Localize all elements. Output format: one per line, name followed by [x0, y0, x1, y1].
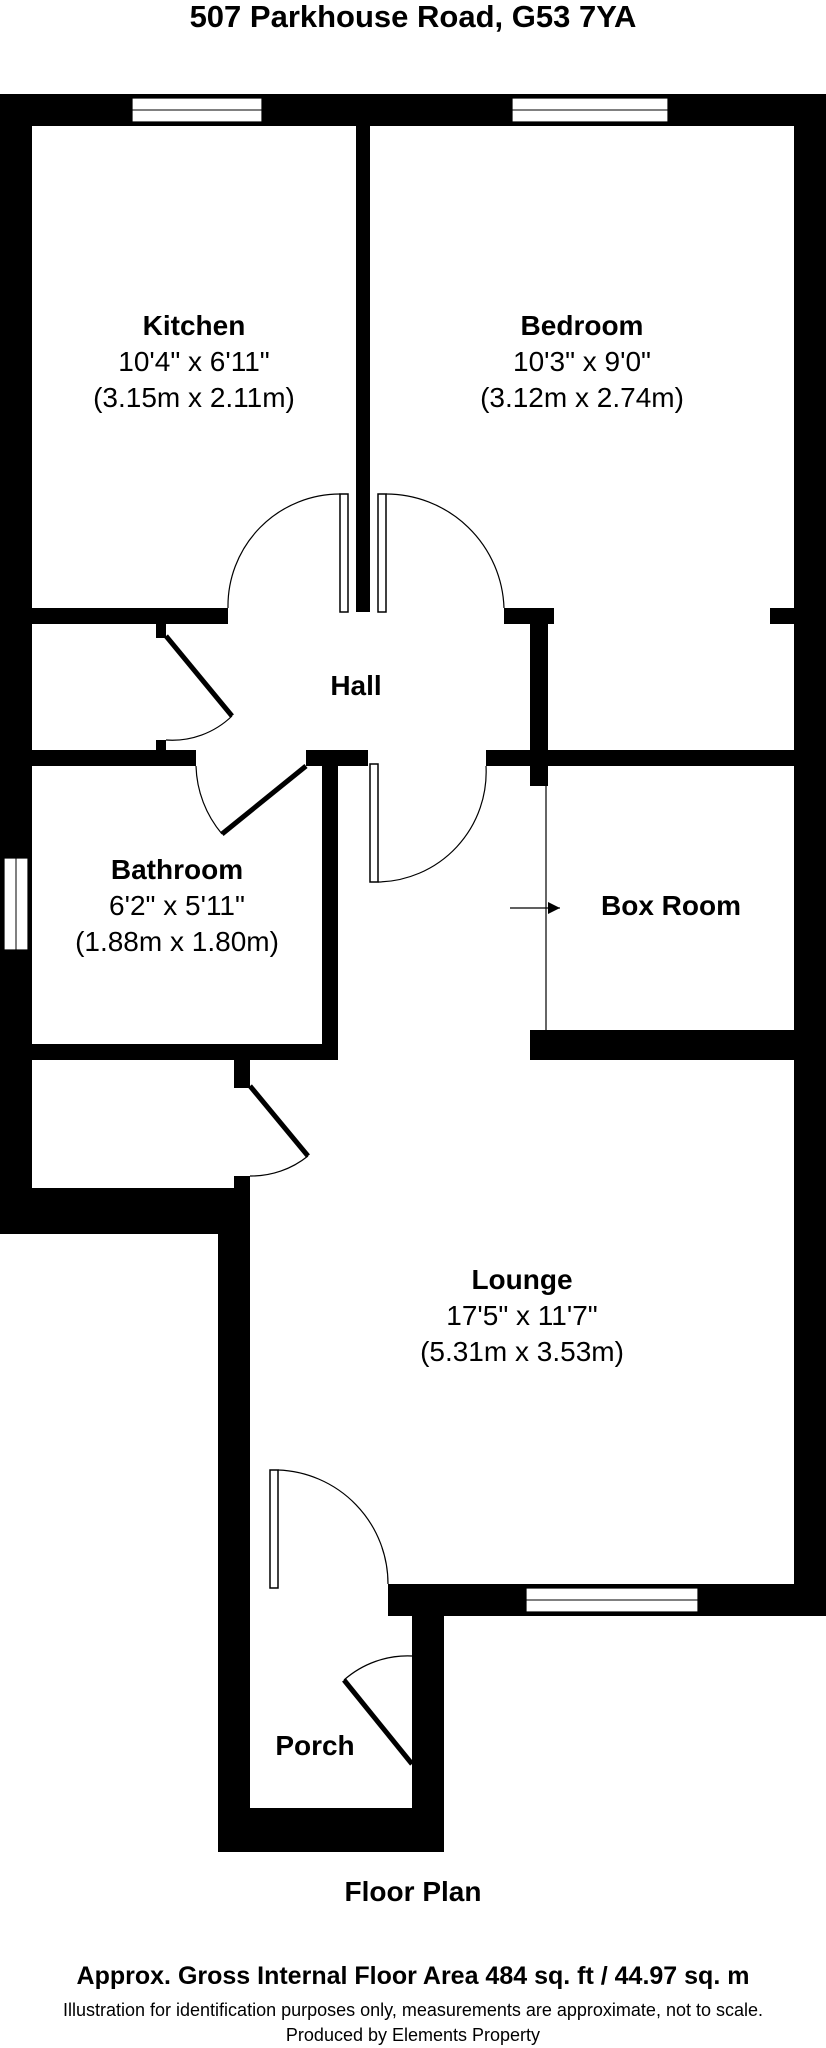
- door-lounge-leaf: [369, 763, 379, 883]
- room-porch: Porch: [275, 1730, 355, 1761]
- door-store-swing: [249, 1155, 309, 1177]
- windows: [3, 97, 699, 1613]
- disclaimer: Illustration for identification purposes…: [62, 2000, 764, 2020]
- door-front-leaf: [342, 1678, 414, 1766]
- wall-store-stub: [234, 1060, 250, 1088]
- wall-porch-jamb: [412, 1616, 444, 1656]
- room-name: Bathroom: [110, 854, 244, 885]
- room-kitchen: Kitchen 10'4" x 6'11" (3.15m x 2.11m): [32, 308, 356, 415]
- doors: [164, 493, 560, 1766]
- wall-left-step: [0, 1202, 250, 1234]
- door-kitchen-leaf: [339, 493, 349, 613]
- room-dimensions-metric: (1.88m x 1.80m): [75, 925, 279, 957]
- door-front-swing: [343, 1655, 413, 1681]
- door-cupboard-swing: [165, 715, 233, 741]
- produced-by: Produced by Elements Property: [285, 2025, 541, 2045]
- room-bedroom: Bedroom 10'3" x 9'0" (3.12m x 2.74m): [370, 308, 794, 415]
- door-kitchen-swing: [227, 493, 341, 609]
- room-name: Lounge: [471, 1264, 573, 1295]
- arrow-right-icon: [548, 902, 560, 914]
- door-bedroom-leaf: [377, 493, 387, 613]
- door-bathroom-swing: [195, 765, 223, 835]
- room-hall: Hall: [330, 670, 382, 701]
- wall-hall-bath-b: [306, 750, 368, 766]
- wall-box-jamb-top: [530, 766, 548, 786]
- room-dimensions-imperial: 17'5" x 11'7": [446, 1299, 598, 1331]
- wall-hall-bedroom-b: [770, 608, 800, 624]
- room-dimensions-imperial: 10'3" x 9'0": [513, 345, 651, 377]
- wall-left-upper: [0, 94, 32, 1234]
- wall-porch-jamb-b: [412, 1764, 444, 1808]
- wall-store-bottom: [24, 1188, 250, 1204]
- wall-box-top: [486, 750, 794, 766]
- wall-hall-bath-a: [24, 750, 196, 766]
- room-box-room: Box Room: [601, 890, 741, 921]
- wall-bath-right: [322, 760, 338, 1060]
- wall-right-lower: [794, 1060, 826, 1616]
- wall-top: [0, 94, 826, 126]
- room-dimensions-metric: (3.12m x 2.74m): [480, 381, 684, 413]
- door-hinge-a: [156, 616, 166, 638]
- door-bedroom-swing: [385, 493, 505, 609]
- room-name: Bedroom: [520, 310, 644, 341]
- room-dimensions-metric: (5.31m x 3.53m): [420, 1335, 624, 1367]
- wall-store-stub-b: [234, 1176, 250, 1204]
- door-cupboard-leaf: [164, 634, 234, 718]
- room-name: Kitchen: [142, 310, 246, 341]
- wall-bath-bottom: [24, 1044, 338, 1060]
- room-dimensions-imperial: 10'4" x 6'11": [118, 345, 270, 377]
- room-lounge: Lounge 17'5" x 11'7" (5.31m x 3.53m): [250, 1262, 794, 1369]
- door-porch-inner-leaf: [269, 1469, 279, 1589]
- wall-right-upper: [794, 94, 826, 1074]
- room-dimensions-imperial: 6'2" x 5'11": [109, 889, 245, 921]
- door-bathroom-leaf: [220, 764, 308, 836]
- plan-title: 507 Parkhouse Road, G53 7YA: [189, 0, 637, 34]
- door-hinge-b: [156, 740, 166, 752]
- room-dimensions-metric: (3.15m x 2.11m): [93, 381, 295, 413]
- door-lounge-swing: [377, 765, 487, 883]
- wall-kitchen-bedroom: [356, 118, 370, 612]
- wall-box-bottom: [530, 1030, 794, 1060]
- floor-area-summary: Approx. Gross Internal Floor Area 484 sq…: [76, 1962, 750, 1990]
- door-porch-inner-swing: [277, 1469, 389, 1585]
- wall-hall-right: [530, 608, 548, 786]
- door-store-leaf: [248, 1084, 310, 1158]
- wall-porch-bottom: [218, 1808, 444, 1852]
- wall-kitchen-hall: [24, 608, 228, 624]
- wall-box-jamb: [530, 1030, 548, 1060]
- wall-left-lower: [218, 1202, 250, 1852]
- floor-plan-label: Floor Plan: [344, 1876, 482, 1907]
- room-bathroom: Bathroom 6'2" x 5'11" (1.88m x 1.80m): [32, 852, 322, 959]
